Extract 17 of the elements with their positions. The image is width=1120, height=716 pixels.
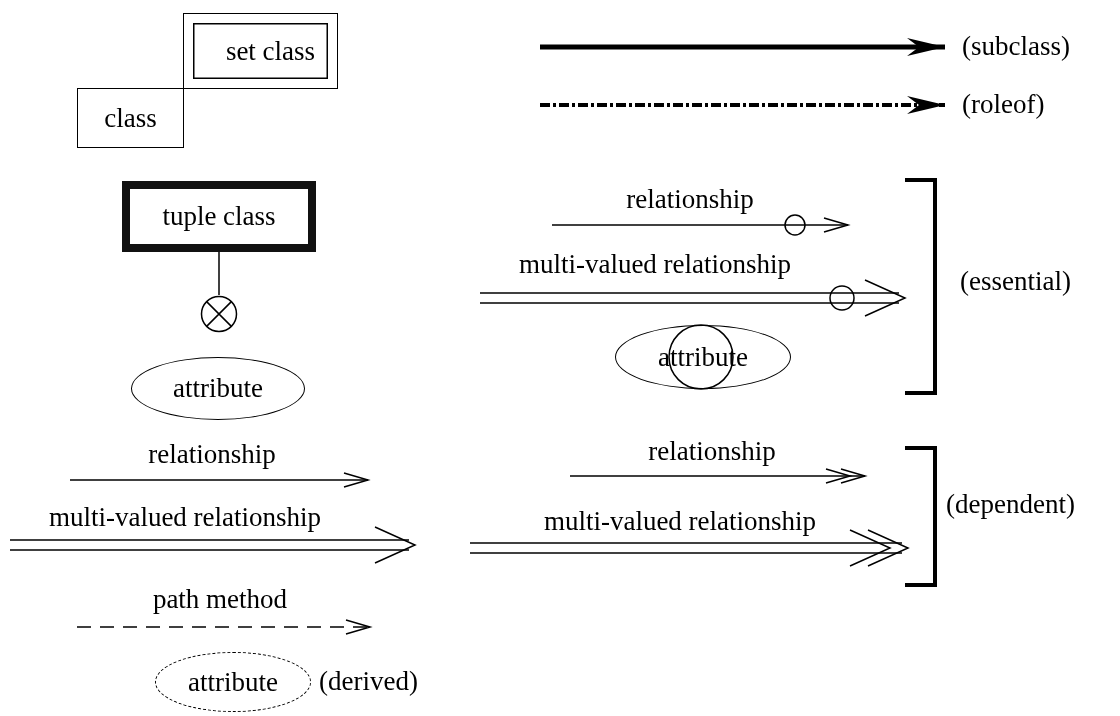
caption-text: (derived) [319, 668, 418, 695]
notation-label: path method [152, 586, 288, 613]
connector-line [218, 251, 220, 296]
notation-label: multi-valued relationship [48, 504, 322, 531]
notation-label: relationship [626, 186, 754, 213]
crossed-circle-symbol [200, 295, 238, 333]
notation-label: multi-valued relationship [543, 508, 817, 535]
notation-label: relationship [648, 438, 776, 465]
legend-label: (roleof) [962, 91, 1045, 118]
legend-label: (subclass) [962, 33, 1070, 60]
set-class-box: set class [183, 13, 338, 89]
notation-label: multi-valued relationship [518, 251, 792, 278]
group-label: (essential) [960, 268, 1071, 295]
group-label: (dependent) [946, 491, 1075, 518]
tuple-class-box: tuple class [122, 181, 316, 252]
notation-label: relationship [148, 441, 276, 468]
class-box: class [77, 88, 184, 148]
